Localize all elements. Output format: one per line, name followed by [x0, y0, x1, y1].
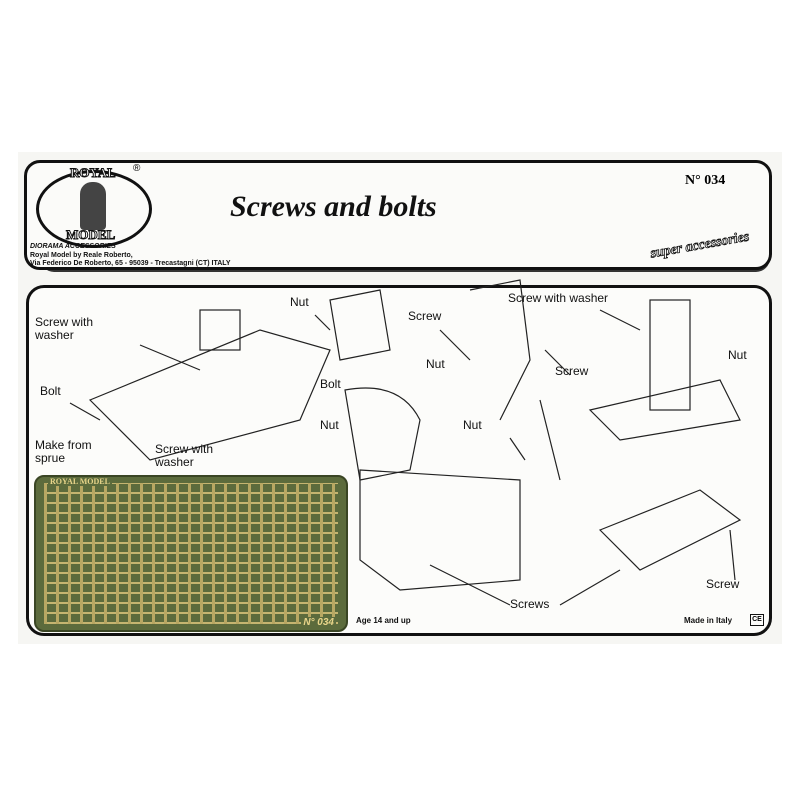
- made-in-italy: Made in Italy: [684, 616, 733, 625]
- soldier-figure-icon: [80, 182, 106, 230]
- fret-logo: ROYAL MODEL: [48, 477, 112, 486]
- label-screw-with-washer: Screw with washer: [155, 442, 214, 469]
- label-bolt: Bolt: [40, 384, 61, 398]
- fret-parts: [44, 483, 338, 624]
- label-screws: Screws: [510, 597, 550, 611]
- label-nut: Nut: [728, 348, 747, 362]
- drawing-vehicle-front: [359, 469, 521, 591]
- age-notice: Age 14 and up: [356, 616, 411, 625]
- label-screw: Screw: [555, 364, 589, 378]
- maker-line-2: Via Federico De Roberto, 65 - 95039 - Tr…: [30, 260, 231, 267]
- brand-logo: [36, 170, 152, 248]
- label-screw: Screw: [408, 309, 442, 323]
- label-nut: Nut: [320, 418, 339, 432]
- drawing-chassis: [588, 379, 742, 571]
- drawing-box: [199, 309, 241, 351]
- registered-mark: ®: [133, 163, 141, 174]
- label-nut: Nut: [463, 418, 482, 432]
- label-nut: Nut: [290, 295, 309, 309]
- product-title: Screws and bolts: [230, 190, 437, 223]
- logo-subtitle: DIORAMA ACCESSORIES: [30, 243, 116, 250]
- label-make-from-sprue: Make from sprue: [35, 438, 92, 465]
- label-nut: Nut: [426, 357, 445, 371]
- logo-text-bottom: MODEL: [65, 227, 116, 243]
- logo-text: ROYAL: [70, 165, 117, 181]
- label-screw: Screw: [706, 577, 740, 591]
- photo-etched-fret: ROYAL MODEL N° 034: [34, 475, 348, 632]
- label-screw-with-washer: Screw with washer: [508, 291, 609, 305]
- label-screw-with-washer: Screw with washer: [35, 315, 94, 342]
- drawing-exhaust: [649, 299, 691, 411]
- ce-mark-icon: CE: [750, 614, 764, 626]
- fret-number: N° 034: [301, 617, 336, 628]
- product-number: N° 034: [685, 173, 726, 188]
- drawing-door: [469, 279, 561, 481]
- drawing-bracket: [329, 289, 421, 481]
- drawing-engine-part: [88, 329, 331, 461]
- label-bolt: Bolt: [320, 377, 341, 391]
- maker-line-1: Royal Model by Reale Roberto,: [30, 252, 133, 259]
